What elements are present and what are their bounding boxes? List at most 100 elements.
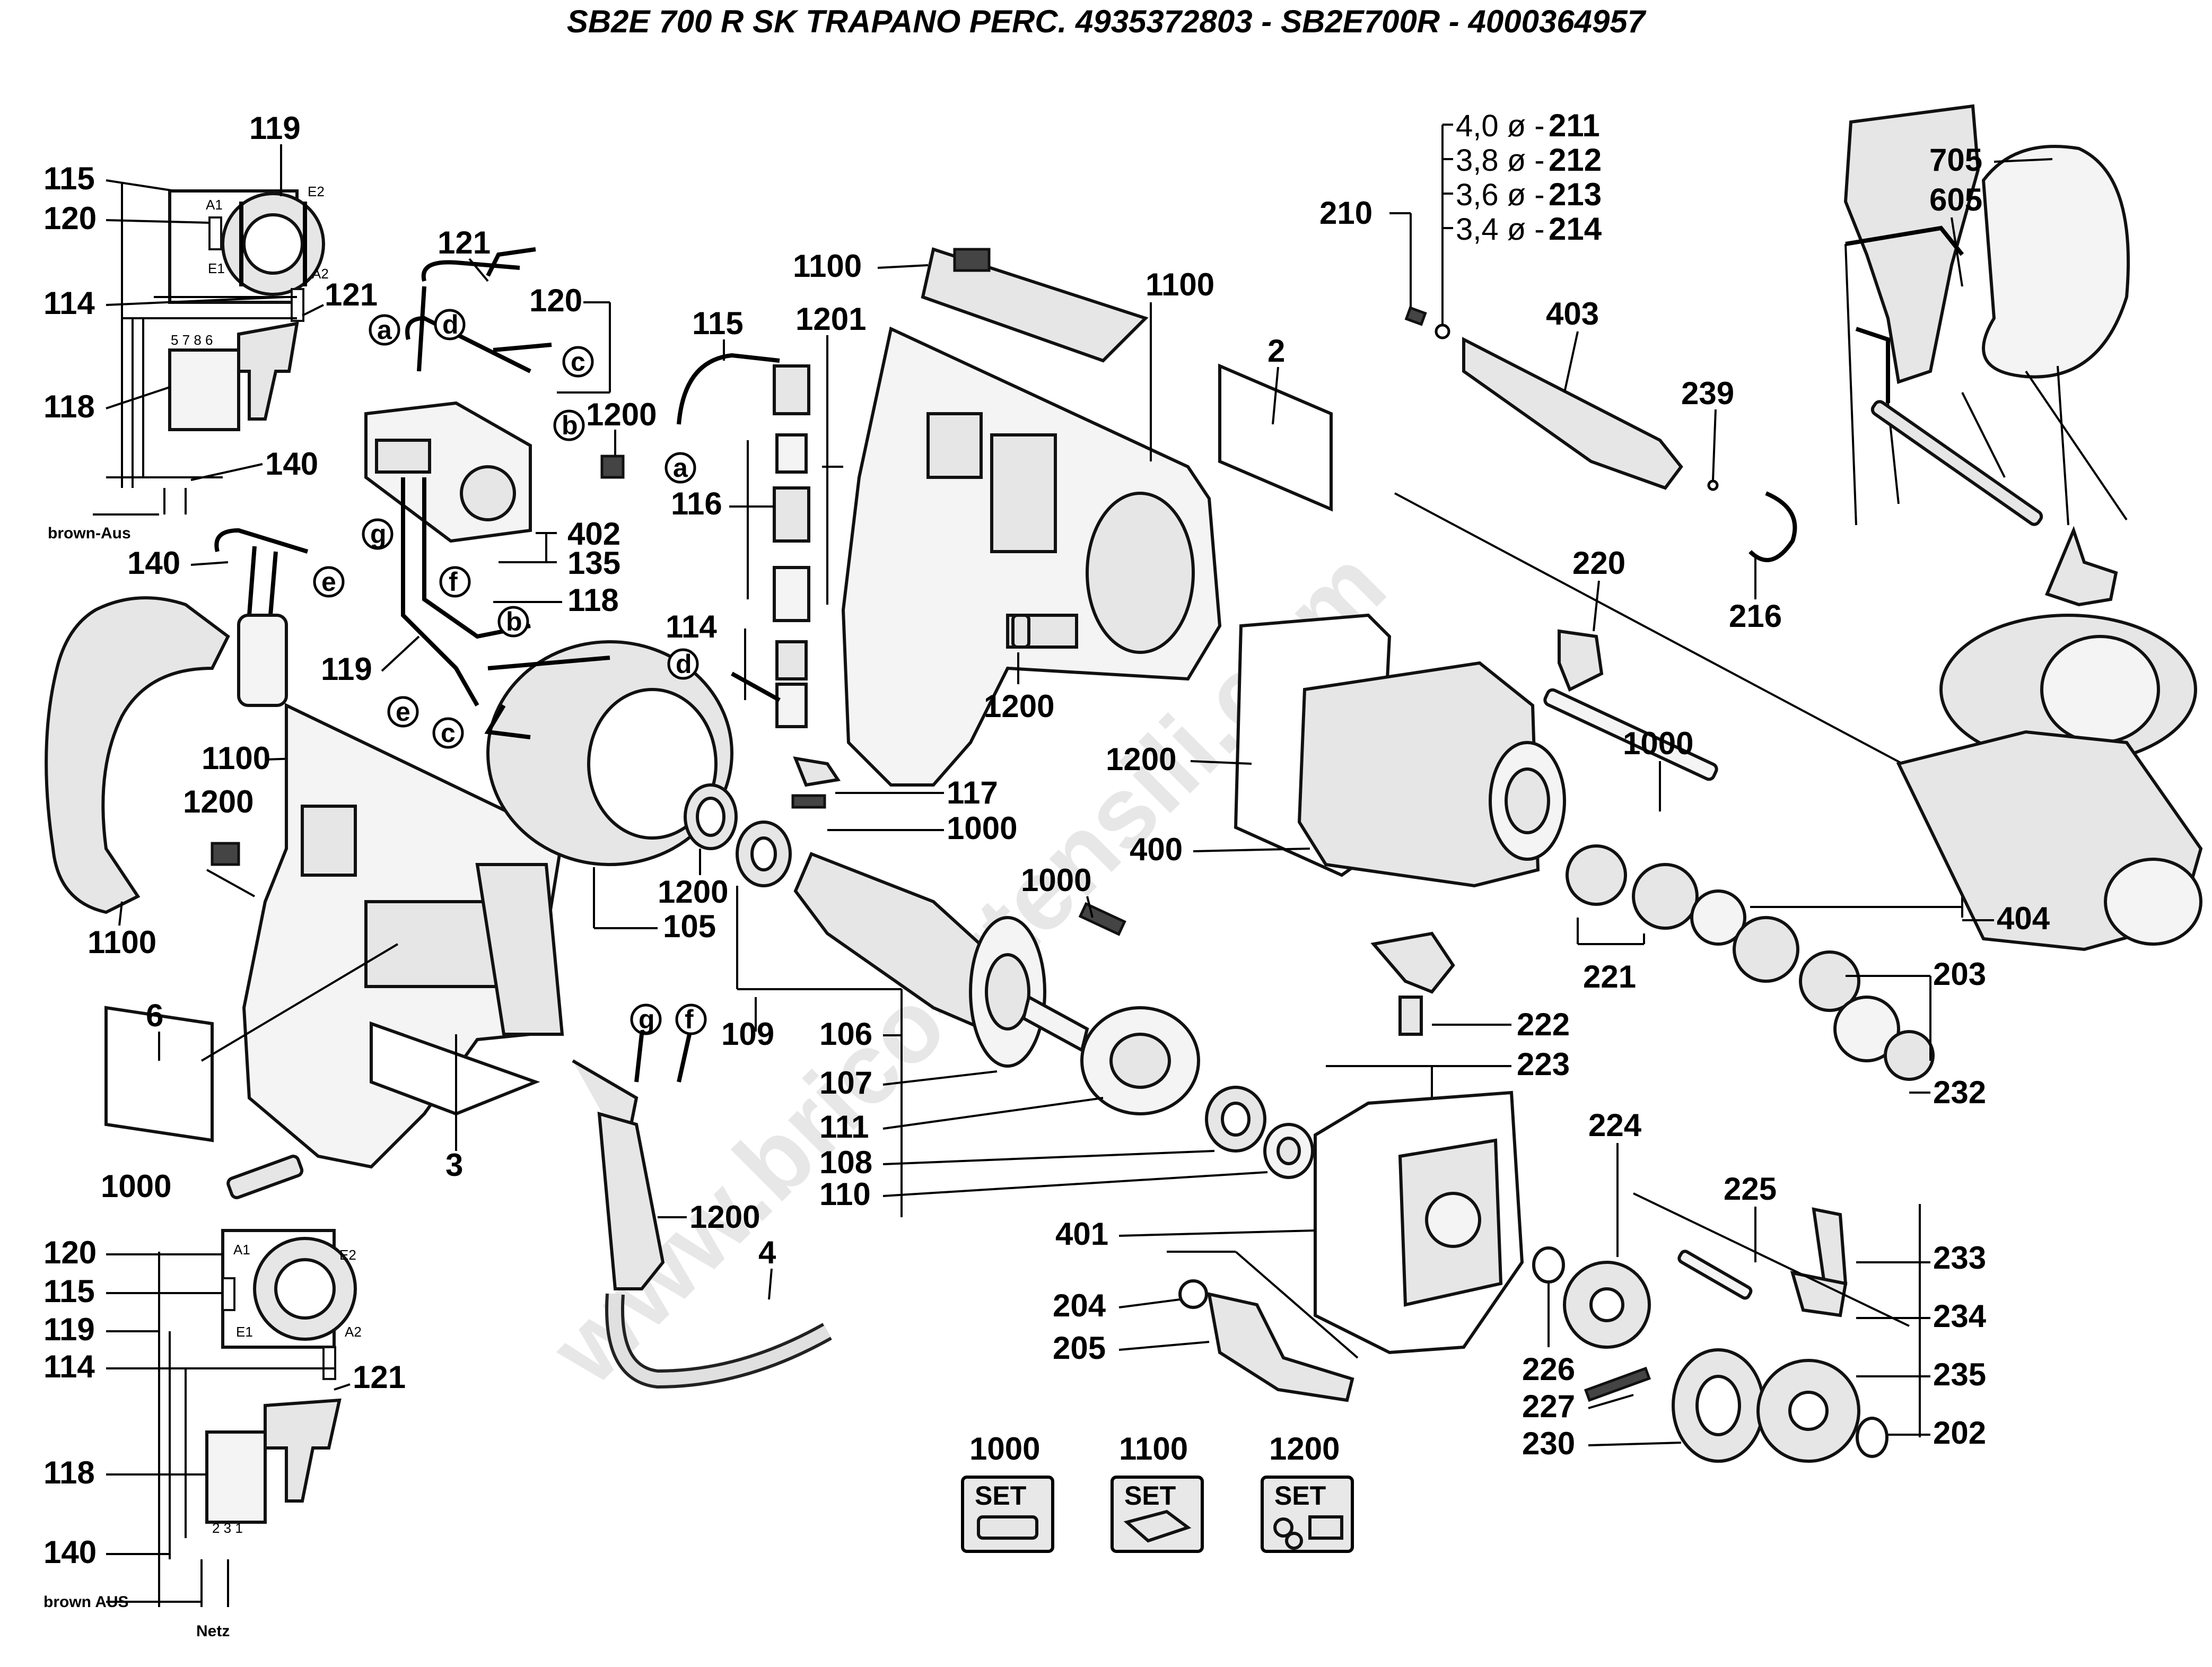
diagram-title: SB2E 700 R SK TRAPANO PERC. 4935372803 -… (566, 4, 1646, 39)
part-111-label: 111 (819, 1109, 869, 1145)
part-1000-label: 1000 (101, 1168, 171, 1204)
part-1200-label-5: 1200 (689, 1199, 760, 1235)
housing-right-half (841, 247, 1333, 787)
part-402-label: 402 (567, 516, 620, 552)
part-223-label: 223 (1517, 1046, 1570, 1082)
part-121-label: 121 (325, 277, 378, 312)
part-6-label: 6 (146, 998, 163, 1033)
armature (736, 821, 1314, 1179)
set-box-1000: 1000 SET (961, 1431, 1054, 1553)
part-2-label: 2 (1267, 333, 1285, 369)
part-205-label: 205 (1053, 1330, 1106, 1366)
part-230-label: 230 (1522, 1426, 1575, 1461)
part-114-label-3: 114 (43, 1349, 95, 1384)
part-107-label: 107 (819, 1065, 872, 1101)
part-220-label: 220 (1572, 545, 1625, 581)
part-114-label: 114 (43, 285, 95, 321)
part-232-label: 232 (1933, 1075, 1986, 1110)
part-1100-label-2: 1100 (88, 924, 156, 960)
part-403-label: 403 (1546, 296, 1599, 331)
part-118-label: 118 (43, 389, 95, 424)
part-109-label: 109 (721, 1016, 774, 1052)
brush-holders (677, 353, 841, 809)
gear-housing-lower (1178, 1090, 1888, 1463)
part-1000-label-4: 1000 (1623, 726, 1693, 761)
dimension-table: 4,0 ø - 211 3,8 ø - 212 3,6 ø - 213 3,4 … (1456, 108, 1602, 247)
part-210-label: 210 (1319, 195, 1372, 231)
part-106-label: 106 (819, 1016, 872, 1052)
set-1000-number: 1000 (969, 1431, 1040, 1467)
wiring-terminals-bottom: 2 3 1 (212, 1520, 243, 1536)
part-140-label: 140 (265, 446, 318, 482)
part-212-label: 212 (1549, 142, 1602, 178)
part-1100-label: 1100 (202, 740, 270, 776)
part-118-label-3: 118 (43, 1455, 95, 1490)
part-211-label: 211 (1549, 108, 1600, 143)
housing-left-half (104, 703, 564, 1169)
spindle (1404, 306, 1797, 562)
wiring-a1-label-2: A1 (233, 1242, 250, 1258)
part-203-label: 203 (1933, 956, 1986, 992)
letter-a-1: a (377, 315, 392, 345)
dim-211-text: 4,0 ø - (1456, 109, 1545, 143)
part-400-label: 400 (1130, 832, 1183, 867)
part-120-label: 120 (43, 200, 97, 236)
part-1200-label: 1200 (586, 397, 657, 432)
dim-214-text: 3,4 ø - (1456, 212, 1545, 247)
set-1100-label: SET (1124, 1481, 1176, 1511)
letter-e-2: e (321, 567, 336, 597)
part-4-label: 4 (758, 1235, 776, 1270)
part-115-label-2: 115 (692, 306, 744, 341)
wiring-brown-aus-bottom: brown AUS (43, 1593, 129, 1611)
capacitor-and-handle (45, 528, 309, 914)
letter-f-2: f (685, 1005, 694, 1034)
part-115-label: 115 (43, 161, 95, 196)
dim-213-text: 3,6 ø - (1456, 178, 1545, 212)
wiring-a1-label: A1 (206, 197, 223, 213)
set-1000-label: SET (975, 1481, 1026, 1511)
part-140-label-2: 140 (127, 545, 180, 581)
part-1000-label-3: 1000 (1021, 862, 1091, 898)
chucks-and-side-handle (1843, 104, 2203, 952)
part-404-label: 404 (1997, 901, 2050, 936)
part-120-label-3: 120 (43, 1235, 97, 1270)
letter-c-2: c (441, 718, 456, 748)
set-1200-label: SET (1274, 1481, 1326, 1511)
set-1200-number: 1200 (1269, 1431, 1340, 1467)
power-cord (572, 1034, 832, 1389)
part-1200-label-4: 1200 (984, 688, 1054, 724)
part-213-label: 213 (1549, 177, 1602, 212)
part-235-label: 235 (1933, 1357, 1986, 1392)
dim-212-text: 3,8 ø - (1456, 143, 1545, 178)
part-118-label-2: 118 (567, 582, 619, 618)
letter-e-1: e (396, 697, 410, 727)
part-221-label: 221 (1583, 959, 1636, 994)
part-202-label: 202 (1933, 1415, 1986, 1451)
part-233-label: 233 (1933, 1240, 1986, 1276)
part-224-label: 224 (1588, 1107, 1642, 1143)
part-1100-label-3: 1100 (793, 248, 862, 284)
part-105-label: 105 (663, 909, 716, 944)
part-1100-label-4: 1100 (1146, 267, 1214, 302)
set-1100-number: 1100 (1119, 1431, 1188, 1467)
part-117-label: 117 (947, 775, 998, 810)
part-234-label: 234 (1933, 1298, 1987, 1334)
wiring-e1-label: E1 (208, 260, 225, 276)
part-121-label-2: 121 (438, 225, 491, 260)
part-119-label-3: 119 (43, 1312, 95, 1347)
letter-g-1: g (370, 519, 387, 549)
part-1200-label-2: 1200 (183, 784, 253, 819)
switch-assembly (364, 247, 552, 706)
letter-d-2: d (676, 649, 692, 679)
wiring-e1-label-2: E1 (236, 1324, 253, 1340)
wiring-e2-label-2: E2 (339, 1247, 356, 1263)
letter-b-2: b (506, 607, 522, 636)
wiring-a2-label: A2 (312, 266, 329, 282)
part-225-label: 225 (1724, 1171, 1777, 1207)
wiring-netz-label: Netz (196, 1622, 230, 1640)
part-214-label: 214 (1549, 211, 1602, 247)
letter-g-2: g (639, 1005, 655, 1034)
part-1000-label-2: 1000 (947, 810, 1017, 846)
gear-housing (1234, 613, 1935, 1081)
